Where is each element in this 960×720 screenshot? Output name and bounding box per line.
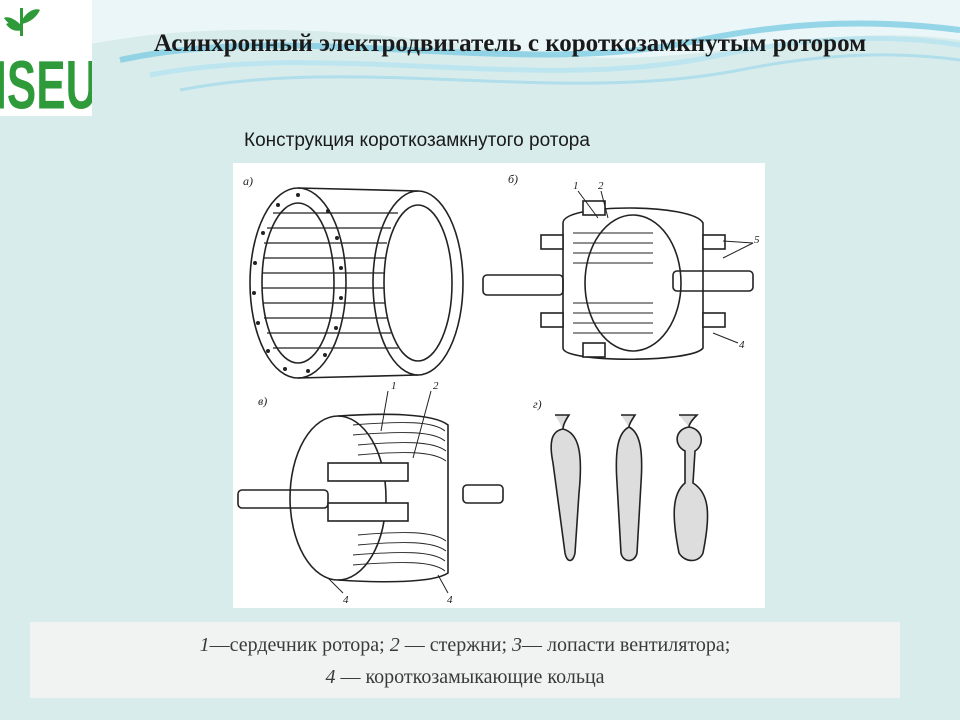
legend-num-4: 4	[325, 666, 336, 688]
slide-title: Асинхронный электродвигатель с короткоза…	[153, 30, 867, 57]
legend-num-1: 1	[199, 634, 210, 656]
callout-b4: 4	[739, 339, 745, 351]
bar-cross-sections-drawing	[550, 414, 709, 562]
callout-b1: 1	[573, 180, 579, 192]
rotor-construction-figure: а) б) в) г)	[233, 163, 765, 608]
legend-text-1: —сердечник ротора;	[209, 634, 390, 656]
panel-label-g: г)	[533, 397, 542, 411]
panel-label-v: в)	[258, 394, 267, 408]
callout-b5: 5	[754, 234, 760, 246]
figure-legend: 1—сердечник ротора; 2 — стержни; 3— лопа…	[30, 622, 900, 698]
header-wave-decoration	[0, 0, 960, 92]
legend-text-2: — стержни;	[399, 634, 513, 656]
callout-c1: 1	[391, 380, 397, 392]
iseu-logo: ISEU	[0, 0, 92, 116]
slide-subtitle: Конструкция короткозамкнутого ротора	[244, 130, 590, 151]
legend-line-1: 1—сердечник ротора; 2 — стержни; 3— лопа…	[30, 634, 900, 657]
legend-text-4: — короткозамыкающие кольца	[335, 666, 605, 688]
legend-line-2: 4 — короткозамыкающие кольца	[30, 666, 900, 689]
legend-num-2: 2	[389, 634, 400, 656]
panel-label-a: а)	[243, 174, 253, 188]
callout-b2: 2	[598, 180, 604, 192]
legend-text-3: — лопасти вентилятора;	[522, 634, 731, 656]
legend-num-3: 3	[512, 634, 523, 656]
callout-c4a: 4	[343, 594, 349, 606]
rotor-with-fan-drawing	[482, 190, 754, 360]
callout-c2: 2	[433, 380, 439, 392]
rotor-drawing: а) б) в) г)	[237, 172, 760, 606]
logo-text: ISEU	[0, 48, 92, 116]
squirrel-cage-drawing	[249, 187, 464, 379]
rotor-core-drawing	[237, 390, 504, 594]
panel-label-b: б)	[508, 172, 518, 186]
callout-c4b: 4	[447, 594, 453, 606]
